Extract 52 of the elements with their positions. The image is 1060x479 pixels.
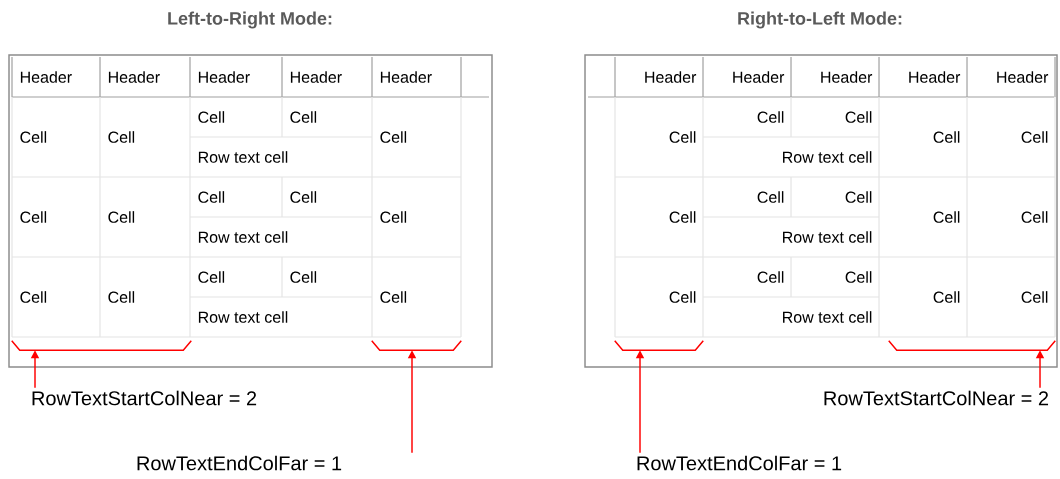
table-text: Cell xyxy=(108,211,135,223)
table-text: Cell xyxy=(933,211,960,223)
bracket xyxy=(888,340,1056,351)
bracket xyxy=(11,340,192,351)
parameter-label: RowTextEndColFar = 1 xyxy=(137,455,342,471)
table-text: Cell xyxy=(380,211,407,223)
column-header: Header xyxy=(997,71,1049,83)
column-header: Header xyxy=(645,71,697,83)
table-text: Cell xyxy=(1021,211,1048,223)
table-text: Cell xyxy=(380,131,407,143)
row-text: Row text cell xyxy=(783,231,872,243)
table-text: Cell xyxy=(757,111,784,123)
table-text: Cell xyxy=(108,291,135,303)
row-text: Row text cell xyxy=(198,151,288,163)
parameter-label: RowTextStartColNear = 2 xyxy=(824,390,1049,406)
table-text: Cell xyxy=(669,131,696,143)
table-text: Cell xyxy=(933,131,960,143)
parameter-label: RowTextEndColFar = 1 xyxy=(637,455,842,471)
table-text: Cell xyxy=(757,271,784,283)
table-text: Cell xyxy=(198,191,225,203)
column-header: Header xyxy=(20,71,72,83)
table-text: Cell xyxy=(1021,291,1048,303)
column-header: Header xyxy=(198,71,250,83)
table-text: Cell xyxy=(290,271,317,283)
table-text: Cell xyxy=(198,111,225,123)
table-text: Cell xyxy=(290,191,317,203)
column-header: Header xyxy=(909,71,961,83)
table-text: Cell xyxy=(845,111,872,123)
parameter-label: RowTextStartColNear = 2 xyxy=(32,390,257,406)
table-text: Cell xyxy=(290,111,317,123)
row-text: Row text cell xyxy=(783,311,872,323)
column-header: Header xyxy=(290,71,342,83)
table-text: Cell xyxy=(669,211,696,223)
row-text: Row text cell xyxy=(198,231,288,243)
mode-title: Left-to-Right Mode: xyxy=(168,11,332,29)
table-text: Cell xyxy=(845,191,872,203)
table-text: Cell xyxy=(108,131,135,143)
column-header: Header xyxy=(380,71,432,83)
bracket xyxy=(614,340,704,351)
table-text: Cell xyxy=(20,211,47,223)
row-text: Row text cell xyxy=(198,311,288,323)
table-text: Cell xyxy=(1021,131,1048,143)
table-text: Cell xyxy=(757,191,784,203)
column-header: Header xyxy=(733,71,785,83)
table-text: Cell xyxy=(198,271,225,283)
column-header: Header xyxy=(821,71,873,83)
row-text: Row text cell xyxy=(783,151,872,163)
table-text: Cell xyxy=(20,131,47,143)
bracket xyxy=(371,340,462,351)
column-header: Header xyxy=(108,71,160,83)
mode-title: Right-to-Left Mode: xyxy=(738,11,902,29)
table-text: Cell xyxy=(933,291,960,303)
